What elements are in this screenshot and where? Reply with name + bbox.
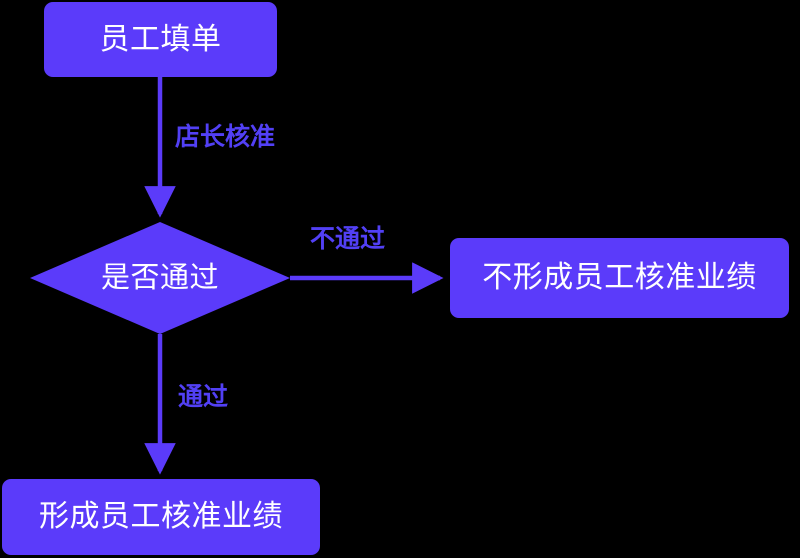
node-no-approval-performance[interactable]: 不形成员工核准业绩 xyxy=(450,238,789,318)
node-label: 员工填单 xyxy=(99,22,222,56)
node-employee-fill-form[interactable]: 员工填单 xyxy=(44,2,277,77)
node-label: 是否通过 xyxy=(100,261,219,294)
node-label: 不形成员工核准业绩 xyxy=(482,261,757,294)
edge-label-passed: 通过 xyxy=(178,383,229,411)
edge-label-not-passed: 不通过 xyxy=(310,225,386,253)
node-decision-is-approved[interactable]: 是否通过 xyxy=(30,222,290,334)
edge-label-store-manager-approval: 店长核准 xyxy=(175,123,276,151)
node-label: 形成员工核准业绩 xyxy=(39,500,283,533)
node-approval-performance[interactable]: 形成员工核准业绩 xyxy=(2,479,320,555)
